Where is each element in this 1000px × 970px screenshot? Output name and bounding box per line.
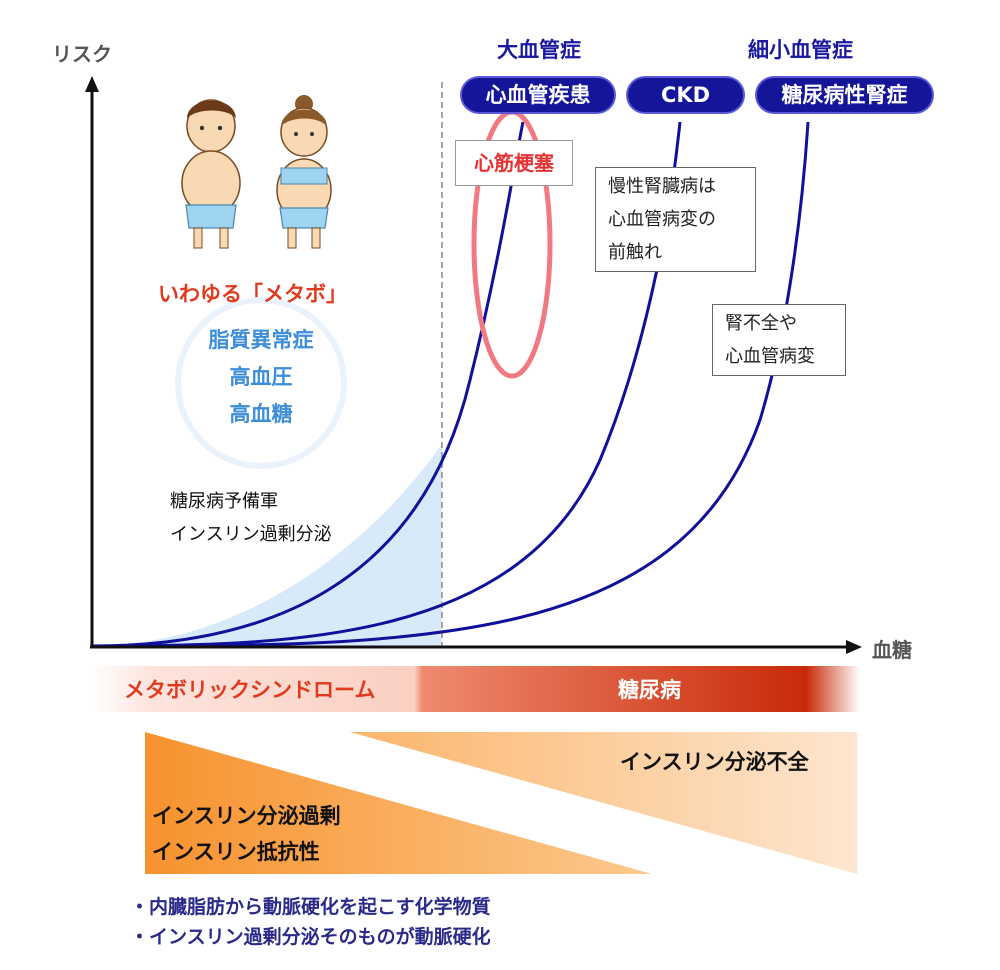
- metabo-item-hyperglycemia: 高血糖: [229, 402, 293, 426]
- pill-ckd: CKD: [628, 78, 743, 112]
- ckd-note-box: 慢性腎臓病は 心血管病変の 前触れ: [595, 167, 756, 272]
- bullet-item-1: ・内臓脂肪から動脈硬化を起こす化学物質: [130, 896, 491, 918]
- curve-cardiovascular: [91, 121, 525, 648]
- ckd-note-line-3: 前触れ: [608, 242, 662, 263]
- metabo-items: 脂質異常症 高血圧 高血糖: [181, 322, 341, 433]
- ckd-note-line-2: 心血管病変の: [608, 209, 716, 230]
- bullet-item-2: ・インスリン過剰分泌そのものが動脈硬化: [130, 926, 491, 948]
- curve-nephropathy: [91, 121, 810, 648]
- macrovascular-heading: 大血管症: [497, 38, 581, 62]
- child-boy-illustration: [181, 99, 241, 249]
- bullet-list: ・内臓脂肪から動脈硬化を起こす化学物質 ・インスリン過剰分泌そのものが動脈硬化: [130, 892, 491, 952]
- y-axis-label: リスク: [52, 42, 112, 66]
- metabo-title: いわゆる「メタボ」: [158, 282, 347, 306]
- renal-note-box: 腎不全や 心血管病変: [712, 304, 846, 376]
- syndrome-band: [92, 666, 860, 712]
- pill-cardiovascular-disease: 心血管疾患: [462, 78, 614, 112]
- x-axis-arrow: [846, 640, 862, 654]
- x-axis-label: 血糖: [872, 638, 912, 662]
- band-label-diabetes: 糖尿病: [618, 678, 681, 702]
- prediabetes-shaded-area: [92, 444, 442, 646]
- myocardial-infarction-ring: [471, 109, 553, 379]
- y-axis-arrow: [85, 76, 99, 92]
- child-girl-illustration: [276, 95, 332, 249]
- prediabetes-line-2: インスリン過剰分泌: [170, 524, 332, 545]
- ckd-note-line-1: 慢性腎臓病は: [608, 176, 716, 197]
- label-insulin-hypersecretion: インスリン分泌過剰: [152, 804, 341, 828]
- prediabetes-line-1: 糖尿病予備軍: [170, 491, 278, 512]
- triangle-insulin-excess: [145, 732, 652, 874]
- label-insulin-insufficiency: インスリン分泌不全: [620, 750, 809, 774]
- microvascular-heading: 細小血管症: [748, 38, 853, 62]
- myocardial-infarction-label: 心筋梗塞: [455, 140, 573, 186]
- renal-note-line-2: 心血管病変: [725, 346, 815, 367]
- label-insulin-resistance: インスリン抵抗性: [152, 840, 320, 864]
- band-label-metabolic-syndrome: メタボリックシンドローム: [124, 678, 376, 702]
- metabo-circle: [175, 297, 347, 469]
- renal-note-line-1: 腎不全や: [725, 313, 797, 334]
- metabo-item-dyslipidemia: 脂質異常症: [208, 328, 314, 352]
- triangle-left-labels: インスリン分泌過剰 インスリン抵抗性: [152, 798, 341, 870]
- pill-diabetic-nephropathy: 糖尿病性腎症: [757, 78, 932, 112]
- prediabetes-text: 糖尿病予備軍 インスリン過剰分泌: [170, 485, 332, 551]
- triangle-insulin-deficiency: [350, 732, 857, 874]
- metabo-item-hypertension: 高血圧: [229, 365, 293, 389]
